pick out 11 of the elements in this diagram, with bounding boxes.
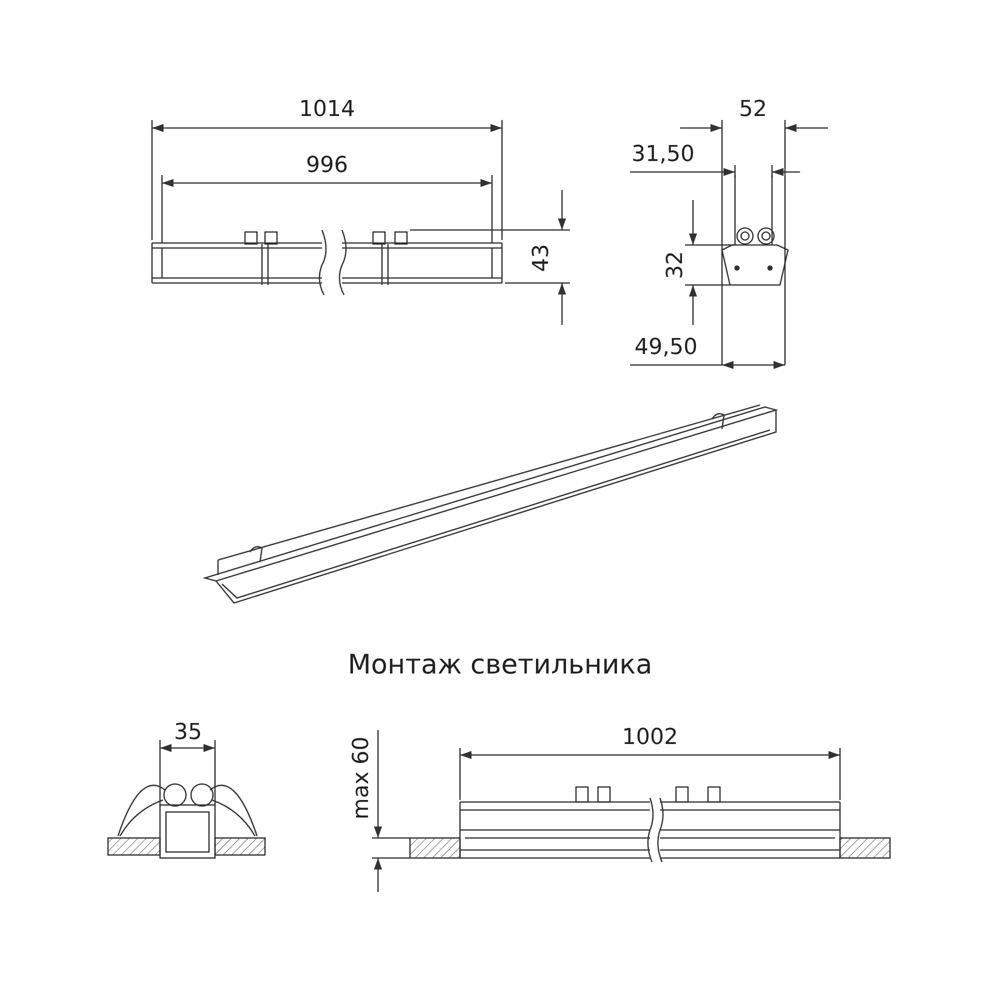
dimension-label: 52 — [739, 99, 767, 121]
dimension-label: 43 — [531, 244, 553, 272]
dimension-label: 1002 — [622, 727, 678, 749]
dimension-label: max 60 — [351, 736, 373, 820]
dimension-label: 35 — [174, 722, 202, 744]
section-heading: Монтаж светильника — [348, 652, 652, 678]
dimension-label: 996 — [306, 155, 348, 177]
dimension-label: 32 — [665, 251, 687, 279]
dimension-label: 31,50 — [632, 144, 694, 166]
dimension-label: 1014 — [299, 99, 355, 121]
dimension-label: 49,50 — [634, 337, 698, 359]
